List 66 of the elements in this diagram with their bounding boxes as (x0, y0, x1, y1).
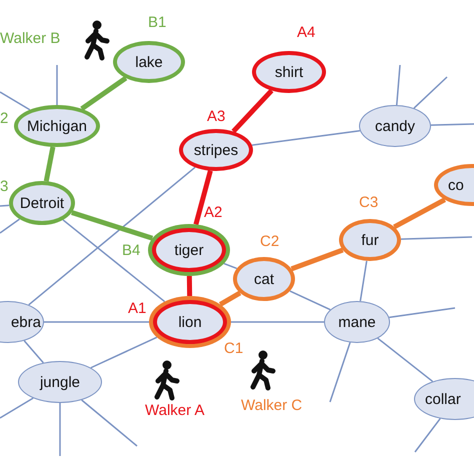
step-label: C2 (260, 233, 280, 250)
connector-line (56, 65, 58, 105)
connector-line (0, 218, 20, 234)
connector-line (413, 76, 448, 109)
path-line (194, 170, 213, 226)
path-line (290, 248, 344, 272)
node-label: tiger (174, 242, 204, 258)
node-label: jungle (40, 374, 80, 390)
node-ellipse (233, 257, 295, 301)
connector-line (396, 64, 401, 106)
step-label: C1 (224, 340, 244, 357)
node-label: lake (135, 54, 163, 70)
node-ellipse (324, 301, 390, 343)
step-label: A3 (207, 108, 226, 125)
node-label: lion (178, 314, 202, 330)
step-label: Walker B (0, 30, 60, 47)
connector-line (81, 399, 138, 447)
connector-line (59, 403, 61, 456)
node-label: ebra (10, 314, 41, 330)
step-label: A4 (297, 24, 316, 41)
connector-line (28, 166, 196, 306)
connector-line (24, 340, 44, 364)
step-label: Walker C (241, 397, 302, 414)
connector-line (252, 130, 360, 146)
node-label: shirt (274, 64, 304, 80)
connector-line (290, 290, 331, 310)
connector-line (0, 398, 34, 419)
node-label: Detroit (20, 194, 64, 212)
path-line (186, 276, 192, 296)
step-label: A1 (128, 300, 146, 317)
step-label: C3 (359, 194, 378, 211)
connector-line (0, 204, 10, 207)
connector-line (389, 307, 456, 318)
path-line (44, 146, 56, 182)
node-label: cat (254, 270, 274, 288)
path-line (71, 210, 154, 241)
connector-line (90, 336, 158, 368)
node-ellipse (9, 181, 75, 225)
node-label: collar (425, 390, 461, 408)
connector-line (377, 338, 434, 382)
node-label: mane (338, 314, 376, 330)
node-ellipse (18, 361, 102, 403)
step-label: A2 (204, 204, 222, 221)
connector-line (414, 418, 441, 452)
path-line (218, 290, 242, 307)
node-label: fur (361, 232, 379, 248)
node-label: co (448, 176, 464, 194)
step-label: 3 (0, 178, 8, 195)
connector-line (400, 236, 472, 240)
node-label: Michigan (26, 118, 88, 134)
step-label: B1 (148, 14, 166, 31)
connector-line (231, 321, 324, 323)
connector-line (430, 123, 474, 126)
step-label: Walker A (145, 402, 204, 419)
path-line (393, 197, 446, 230)
node-label: candy (374, 118, 416, 134)
connector-line (329, 342, 351, 402)
connector-line (224, 262, 238, 270)
connector-line (360, 260, 368, 302)
node-ellipse (414, 378, 474, 420)
step-label: 2 (0, 110, 8, 127)
step-label: B4 (122, 242, 140, 259)
connector-line (62, 219, 166, 302)
connector-line (44, 321, 149, 323)
node-label: stripes (194, 142, 238, 158)
node-ellipse (339, 219, 401, 261)
